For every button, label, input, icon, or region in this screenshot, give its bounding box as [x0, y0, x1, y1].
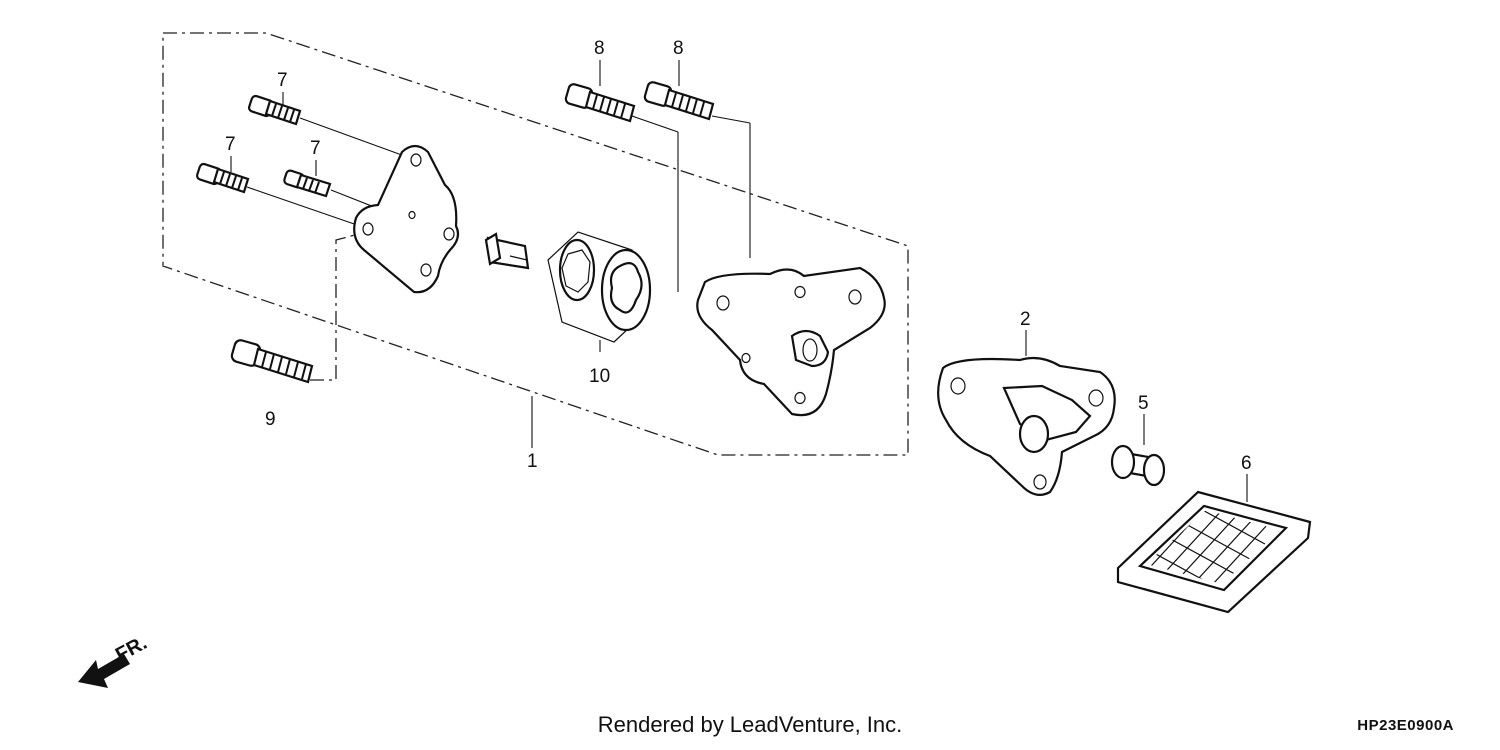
credit-text: Rendered by LeadVenture, Inc. — [597, 712, 903, 737]
callout-1: 1 — [527, 451, 538, 472]
callout-10: 10 — [589, 366, 610, 387]
callout-2: 2 — [1020, 309, 1031, 330]
strainer-screen — [1116, 490, 1312, 614]
callout-7-middle: 7 — [310, 138, 321, 159]
bolt-8-left — [564, 83, 636, 123]
pump-body — [696, 266, 886, 417]
callout-5: 5 — [1138, 393, 1149, 414]
front-direction-arrow-icon — [78, 654, 130, 688]
pump-cover — [353, 144, 460, 294]
diagram-code: HP23E0900A — [1357, 717, 1454, 734]
bolt-7-middle — [283, 169, 332, 198]
callout-6: 6 — [1241, 453, 1252, 474]
collar — [1110, 444, 1166, 487]
bolt-9 — [230, 339, 314, 384]
bolt-7-top — [248, 94, 302, 126]
callout-7-top: 7 — [277, 70, 288, 91]
gasket — [937, 356, 1116, 497]
callout-8-left: 8 — [594, 38, 605, 59]
callout-7-left: 7 — [225, 134, 236, 155]
rotor-set — [547, 231, 652, 343]
bolt-8-right — [643, 81, 715, 121]
assembly-outline — [162, 32, 909, 456]
bolt-7-left — [196, 162, 250, 194]
callout-9: 9 — [265, 409, 276, 430]
callout-8-right: 8 — [673, 38, 684, 59]
drive-shaft — [484, 232, 530, 270]
